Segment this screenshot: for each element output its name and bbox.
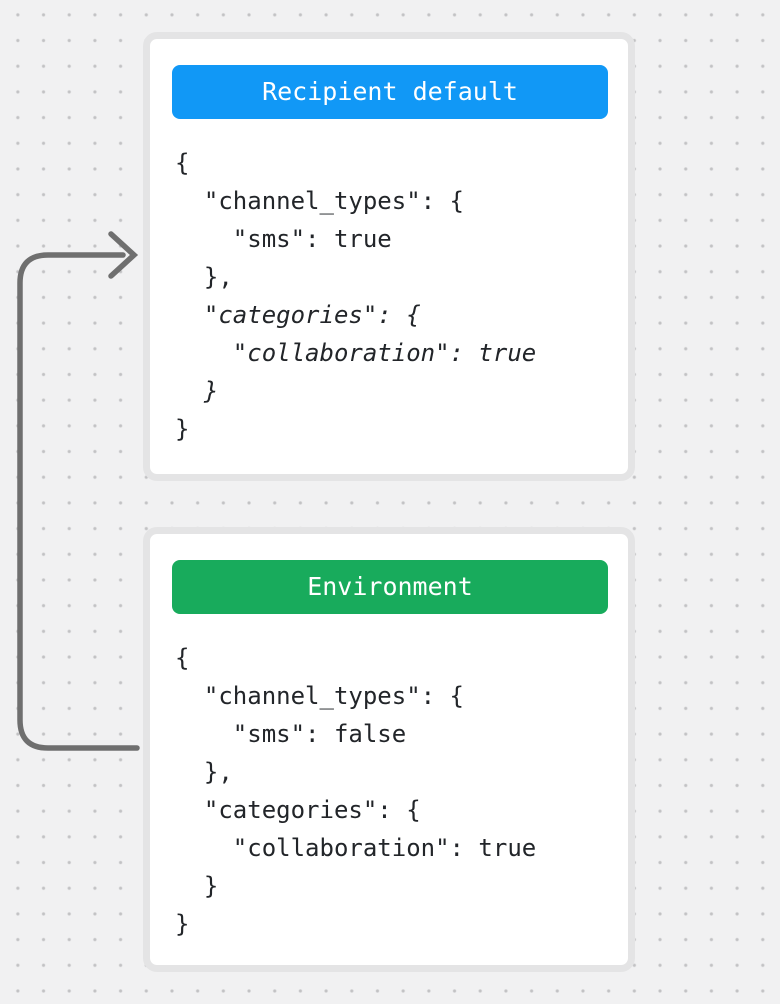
environment-header-badge: Environment	[172, 560, 608, 614]
recipient-default-json: { "channel_types": { "sms": true }, "cat…	[150, 119, 628, 448]
json-line: {	[175, 149, 190, 177]
json-line: "sms": false	[175, 720, 407, 748]
json-line: "collaboration": true	[175, 339, 537, 367]
json-line: "sms": true	[175, 225, 392, 253]
json-line: }	[175, 872, 219, 900]
card-recipient-default: Recipient default { "channel_types": { "…	[143, 32, 635, 481]
json-line: },	[175, 263, 233, 291]
json-line: },	[175, 758, 233, 786]
environment-json: { "channel_types": { "sms": false }, "ca…	[150, 614, 628, 943]
arrow-shaft	[17, 252, 140, 751]
json-line: }	[175, 910, 190, 938]
card-environment: Environment { "channel_types": { "sms": …	[143, 527, 635, 972]
json-line: "channel_types": {	[175, 187, 464, 215]
json-line: "categories": {	[175, 796, 421, 824]
json-line: "collaboration": true	[175, 834, 537, 862]
arrow-head	[108, 231, 139, 279]
json-line: "channel_types": {	[175, 682, 464, 710]
json-line: "categories": {	[175, 301, 421, 329]
recipient-default-header-badge: Recipient default	[172, 65, 608, 119]
json-line: }	[175, 415, 190, 443]
json-line: }	[175, 377, 219, 405]
json-line: {	[175, 644, 190, 672]
